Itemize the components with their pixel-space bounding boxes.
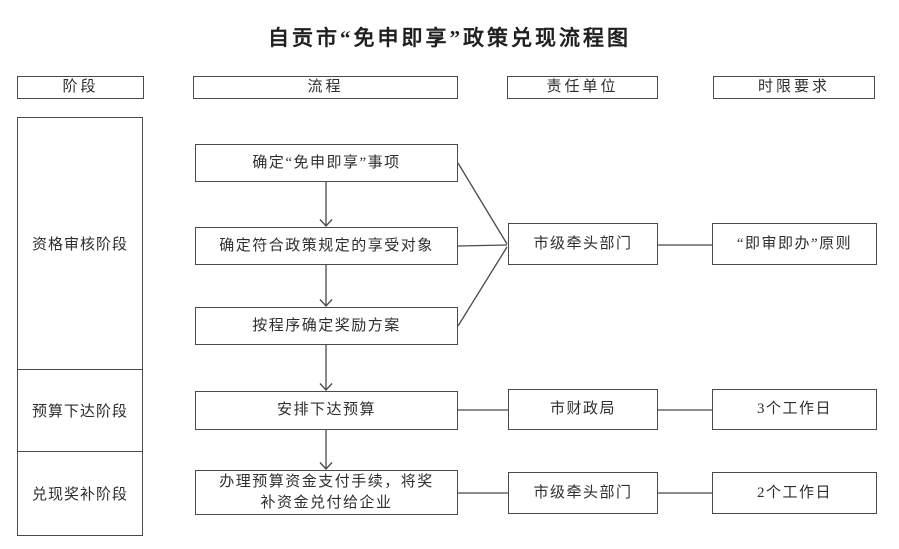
unit-municipal-lead-department-2: 市级牵头部门 (508, 472, 658, 514)
time-limit-immediate-review: “即审即办”原则 (712, 223, 877, 265)
column-header-stage: 阶段 (17, 76, 144, 99)
time-limit-3-working-days: 3个工作日 (712, 389, 877, 430)
column-header-unit: 责任单位 (507, 76, 658, 99)
arrow-head-1 (319, 219, 333, 227)
arrow-head-4 (319, 462, 333, 470)
process-step-determine-recipients: 确定符合政策规定的享受对象 (195, 227, 458, 265)
stage-column: 资格审核阶段 预算下达阶段 兑现奖补阶段 (17, 117, 143, 536)
link-step2-unit1 (457, 244, 508, 247)
process-step-determine-award-plan: 按程序确定奖励方案 (195, 307, 458, 345)
stage-qualification-review: 资格审核阶段 (31, 237, 128, 253)
link-step1-unit1 (457, 162, 508, 245)
column-header-time: 时限要求 (713, 76, 875, 99)
stage-budget-issuance: 预算下达阶段 (18, 369, 142, 451)
time-limit-2-working-days: 2个工作日 (712, 472, 877, 514)
arrow-head-2 (319, 299, 333, 307)
process-step-determine-items: 确定“免申即享”事项 (195, 144, 458, 182)
page-title: 自贡市“免申即享”政策兑现流程图 (268, 26, 631, 50)
unit-municipal-lead-department-1: 市级牵头部门 (508, 223, 658, 265)
link-step3-unit1 (457, 246, 508, 327)
column-header-process: 流程 (193, 76, 458, 99)
process-step-pay-funds: 办理预算资金支付手续，将奖补资金兑付给企业 (195, 470, 458, 515)
stage-award-redemption: 兑现奖补阶段 (18, 451, 142, 535)
process-step-issue-budget: 安排下达预算 (195, 391, 458, 430)
unit-municipal-finance-bureau: 市财政局 (508, 389, 658, 430)
arrow-head-3 (319, 383, 333, 391)
